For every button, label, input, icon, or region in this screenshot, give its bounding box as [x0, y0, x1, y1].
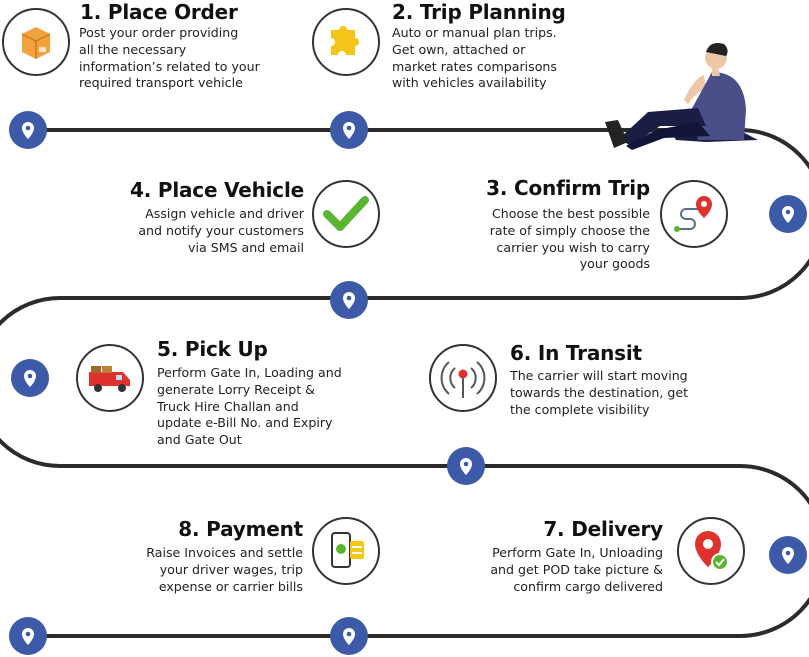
step-2-line: market rates comparisons: [392, 58, 557, 74]
step-3-title: 3. Confirm Trip: [486, 176, 650, 200]
step-8-title: 8. Payment: [178, 517, 303, 541]
step-7-title: 7. Delivery: [543, 517, 663, 541]
step-2-line: with vehicles availability: [392, 75, 547, 91]
step-1-description: Post your order providing all the necess…: [79, 25, 294, 92]
step-4-line: and notify your customers: [138, 222, 304, 238]
truck-icon: [76, 344, 144, 412]
step-5-line: update e-Bill No. and Expiry: [157, 415, 333, 431]
person-illustration: [605, 43, 758, 150]
step-6-description: The carrier will start moving towards th…: [510, 368, 745, 418]
step-5-line: and Gate Out: [157, 432, 242, 448]
step-6-line: The carrier will start moving: [510, 368, 688, 383]
location-marker-icon: [447, 447, 485, 485]
location-marker-icon: [769, 195, 807, 233]
signal-tower-icon: [429, 344, 497, 412]
delivered-pin-icon: [677, 517, 745, 585]
location-marker-icon: [330, 111, 368, 149]
step-8-line: expense or carrier bills: [158, 578, 303, 594]
step-6-title: 6. In Transit: [510, 341, 642, 365]
step-4-line: via SMS and email: [188, 239, 304, 255]
step-8-line: Raise Invoices and settle: [146, 545, 303, 560]
step-2-description: Auto or manual plan trips. Get own, atta…: [392, 25, 607, 92]
step-7-line: Perform Gate In, Unloading: [492, 545, 663, 560]
step-3-line: rate of simply choose the: [489, 222, 650, 238]
step-5-title: 5. Pick Up: [157, 337, 268, 361]
route-pin-icon: [660, 180, 728, 248]
step-1-line: Post your order providing: [79, 25, 239, 40]
step-7-description: Perform Gate In, Unloading and get POD t…: [433, 545, 663, 595]
package-box-icon: [2, 8, 70, 76]
step-3-line: Choose the best possible: [492, 206, 650, 221]
step-7-line: confirm cargo delivered: [513, 578, 663, 594]
step-8-line: your driver wages, trip: [159, 561, 303, 577]
step-5-line: generate Lorry Receipt &: [157, 381, 316, 397]
step-2-line: Auto or manual plan trips.: [392, 25, 557, 40]
step-6-line: towards the destination, get: [510, 384, 689, 400]
step-1-line: all the necessary: [79, 41, 187, 57]
location-marker-icon: [330, 281, 368, 319]
step-2-title: 2. Trip Planning: [392, 0, 566, 24]
step-1-line: required transport vehicle: [79, 75, 243, 91]
step-5-line: Truck Hire Challan and: [157, 398, 299, 414]
location-marker-icon: [9, 111, 47, 149]
step-7-line: and get POD take picture &: [490, 561, 663, 577]
checkmark-icon: [312, 180, 380, 248]
location-marker-icon: [11, 359, 49, 397]
phone-payment-icon: [312, 517, 380, 585]
location-marker-icon: [9, 617, 47, 655]
location-marker-icon: [769, 536, 807, 574]
location-marker-icon: [330, 617, 368, 655]
puzzle-piece-icon: [312, 8, 380, 76]
step-5-line: Perform Gate In, Loading and: [157, 365, 342, 380]
step-8-description: Raise Invoices and settle your driver wa…: [83, 545, 303, 595]
step-2-line: Get own, attached or: [392, 41, 526, 57]
step-3-description: Choose the best possible rate of simply …: [430, 206, 650, 273]
step-4-line: Assign vehicle and driver: [145, 206, 304, 221]
step-1-line: information’s related to your: [79, 58, 260, 74]
step-4-description: Assign vehicle and driver and notify you…: [84, 206, 304, 256]
step-6-line: the complete visibility: [510, 401, 650, 417]
step-3-line: carrier you wish to carry: [496, 239, 650, 255]
step-5-description: Perform Gate In, Loading and generate Lo…: [157, 365, 387, 449]
step-1-title: 1. Place Order: [80, 0, 238, 24]
step-3-line: your goods: [579, 256, 650, 272]
step-4-title: 4. Place Vehicle: [130, 178, 304, 202]
